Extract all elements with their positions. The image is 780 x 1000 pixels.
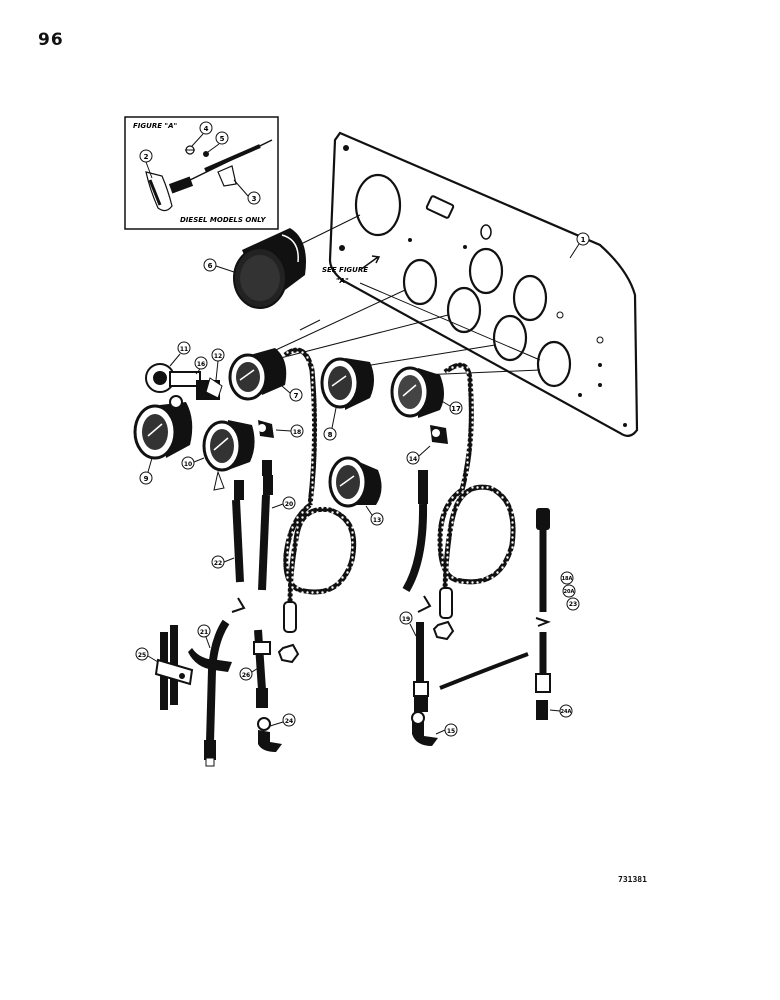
figure-a-callout-3: 3 xyxy=(233,179,261,205)
callout-13: 13 xyxy=(365,505,384,526)
svg-text:4: 4 xyxy=(204,125,209,133)
callout-18a: 18A xyxy=(560,571,574,585)
connector-line xyxy=(439,652,529,690)
sender-icon xyxy=(145,363,223,409)
nut-icon xyxy=(277,620,455,664)
hose-right-icon xyxy=(535,508,551,720)
elbow-24-icon xyxy=(257,717,282,752)
hose-21-icon xyxy=(204,619,230,767)
gauge-7-icon xyxy=(228,348,287,401)
svg-text:6: 6 xyxy=(208,262,213,270)
gauge-6-icon xyxy=(233,228,306,309)
svg-text:16: 16 xyxy=(197,361,205,368)
svg-text:23: 23 xyxy=(569,601,577,608)
callout-24: 24 xyxy=(269,713,296,727)
figure-a-note: DIESEL MODELS ONLY xyxy=(180,216,267,224)
figure-a-callout-4: 4 xyxy=(191,121,213,147)
figure-a-callout-5: 5 xyxy=(207,131,229,153)
gauge-9-icon xyxy=(133,402,193,460)
fitting-14-icon xyxy=(418,425,448,486)
svg-text:10: 10 xyxy=(184,461,192,468)
callout-24a: 24A xyxy=(549,704,573,718)
svg-text:24A: 24A xyxy=(561,709,572,715)
svg-text:7: 7 xyxy=(294,392,299,400)
callout-14: 14 xyxy=(406,445,431,465)
callout-22: 22 xyxy=(211,555,235,569)
svg-text:19: 19 xyxy=(402,616,410,623)
svg-text:17: 17 xyxy=(451,405,461,413)
bulb-icon xyxy=(283,587,453,633)
arrow-icon xyxy=(359,255,381,271)
hose-22-icon xyxy=(231,480,246,613)
callout-8: 8 xyxy=(323,407,337,441)
callout-16: 16 xyxy=(194,356,208,375)
callout-20a: 20A xyxy=(562,584,576,598)
gauge-10-icon xyxy=(202,420,255,491)
svg-text:24: 24 xyxy=(285,718,293,725)
callout-7: 7 xyxy=(281,385,303,402)
svg-text:13: 13 xyxy=(373,517,381,524)
hose-19-upper-icon xyxy=(402,486,432,613)
svg-text:15: 15 xyxy=(447,728,455,735)
svg-text:14: 14 xyxy=(409,456,417,463)
callout-21: 21 xyxy=(197,624,211,649)
svg-text:25: 25 xyxy=(138,652,146,659)
see-figure-line2: "A" xyxy=(336,277,349,285)
svg-text:22: 22 xyxy=(214,560,222,567)
page-number: 96 xyxy=(38,30,64,50)
panel-slot xyxy=(425,195,455,219)
hose-26-icon xyxy=(253,629,271,708)
callout-6: 6 xyxy=(203,258,235,273)
svg-text:11: 11 xyxy=(180,346,188,353)
callout-23: 23 xyxy=(566,597,580,611)
see-figure-note: SEE FIGURE "A" xyxy=(322,255,381,285)
callout-19: 19 xyxy=(399,611,417,637)
svg-text:26: 26 xyxy=(242,672,250,679)
svg-text:18A: 18A xyxy=(562,576,573,582)
svg-text:2: 2 xyxy=(144,153,149,161)
svg-text:1: 1 xyxy=(581,236,586,244)
callout-12: 12 xyxy=(211,348,225,381)
callout-15: 15 xyxy=(435,723,458,737)
svg-text:20A: 20A xyxy=(564,589,575,595)
figure-a-inset: FIGURE "A" DIESEL MODELS ONLY 2 xyxy=(124,116,279,230)
stop-cable-icon xyxy=(145,139,273,212)
callout-10: 10 xyxy=(181,456,205,470)
svg-text:18: 18 xyxy=(293,429,301,436)
callout-25: 25 xyxy=(135,647,159,663)
svg-text:3: 3 xyxy=(252,195,257,203)
callout-9: 9 xyxy=(139,457,153,485)
figure-a-callout-2: 2 xyxy=(139,149,153,179)
svg-text:20: 20 xyxy=(285,501,293,508)
svg-text:12: 12 xyxy=(214,353,222,360)
figure-a-title: FIGURE "A" xyxy=(133,122,177,130)
gauge-17-icon xyxy=(390,366,444,418)
svg-text:5: 5 xyxy=(220,135,225,143)
capillary-tube-left xyxy=(283,347,357,606)
capillary-tube-right xyxy=(437,362,516,591)
fitting-18-icon xyxy=(258,420,274,476)
drawing-number: 731381 xyxy=(618,875,647,884)
see-figure-line1: SEE FIGURE xyxy=(322,266,368,274)
svg-text:8: 8 xyxy=(328,431,333,439)
clamp-icon xyxy=(188,648,232,672)
svg-text:21: 21 xyxy=(200,629,208,636)
callout-17: 17 xyxy=(439,399,463,415)
callout-20: 20 xyxy=(271,496,296,510)
instrument-panel xyxy=(328,131,639,437)
gauge-8-icon xyxy=(320,357,374,410)
svg-text:9: 9 xyxy=(144,475,149,483)
hose-19-lower-icon xyxy=(411,622,438,746)
callout-1: 1 xyxy=(569,232,590,259)
bracket-25-icon xyxy=(154,625,194,710)
gauge-13-icon xyxy=(328,456,382,508)
callout-26: 26 xyxy=(239,667,259,681)
panel-hole xyxy=(354,173,402,237)
callout-11: 11 xyxy=(169,341,191,367)
callout-18: 18 xyxy=(275,424,304,438)
hose-20-icon xyxy=(258,475,273,591)
